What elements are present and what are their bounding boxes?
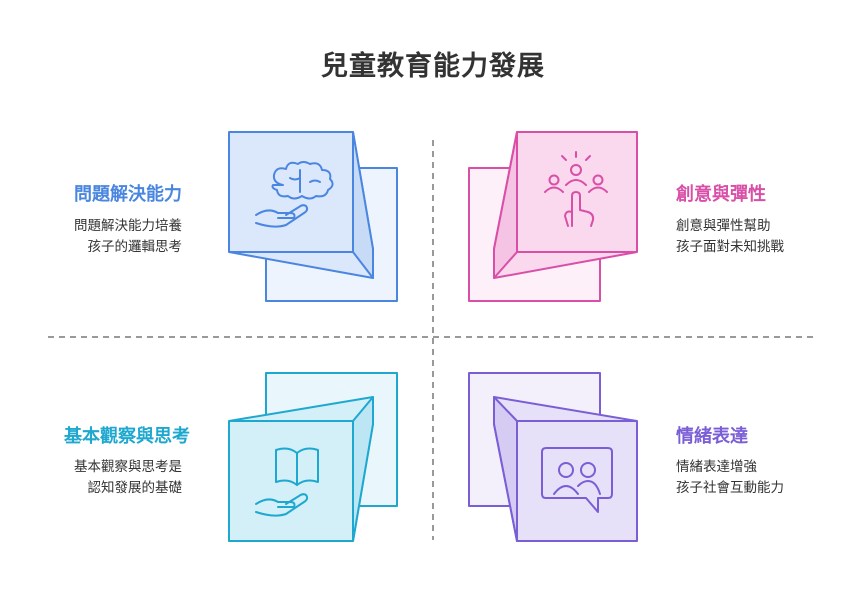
hand-pointing-people-icon <box>544 151 608 227</box>
emotion-desc-line1: 情緒表達增強 <box>676 459 757 475</box>
people-speech-bubble-icon <box>541 447 613 513</box>
observation-description: 基本觀察與思考是 認知發展的基礎 <box>74 457 182 499</box>
brain-in-hand-icon <box>255 161 334 228</box>
book-in-hand-icon <box>255 447 319 517</box>
creativity-desc-line1: 創意與彈性幫助 <box>676 218 771 234</box>
emotion-description: 情緒表達增強 孩子社會互動能力 <box>676 457 784 499</box>
creativity-description: 創意與彈性幫助 孩子面對未知挑戰 <box>676 216 784 258</box>
problem-solving-heading: 問題解決能力 <box>74 184 182 205</box>
observation-desc-line2: 認知發展的基礎 <box>87 480 183 496</box>
quadrant-emotion-shape <box>468 372 638 542</box>
quadrant-problem-solving-shape <box>228 131 398 302</box>
emotion-heading: 情緒表達 <box>676 426 748 447</box>
creativity-desc-line2: 孩子面對未知挑戰 <box>676 239 784 255</box>
observation-desc-line1: 基本觀察與思考是 <box>74 459 182 475</box>
creativity-heading: 創意與彈性 <box>676 184 766 205</box>
problem-solving-desc-line2: 孩子的邏輯思考 <box>87 239 183 255</box>
quadrant-observation-shape <box>228 372 398 542</box>
problem-solving-desc-line1: 問題解決能力培養 <box>74 218 182 234</box>
problem-solving-description: 問題解決能力培養 孩子的邏輯思考 <box>74 216 182 258</box>
page-title: 兒童教育能力發展 <box>321 51 545 82</box>
observation-heading: 基本觀察與思考 <box>64 426 190 447</box>
emotion-desc-line2: 孩子社會互動能力 <box>676 480 784 496</box>
quadrant-creativity-shape <box>468 131 638 302</box>
